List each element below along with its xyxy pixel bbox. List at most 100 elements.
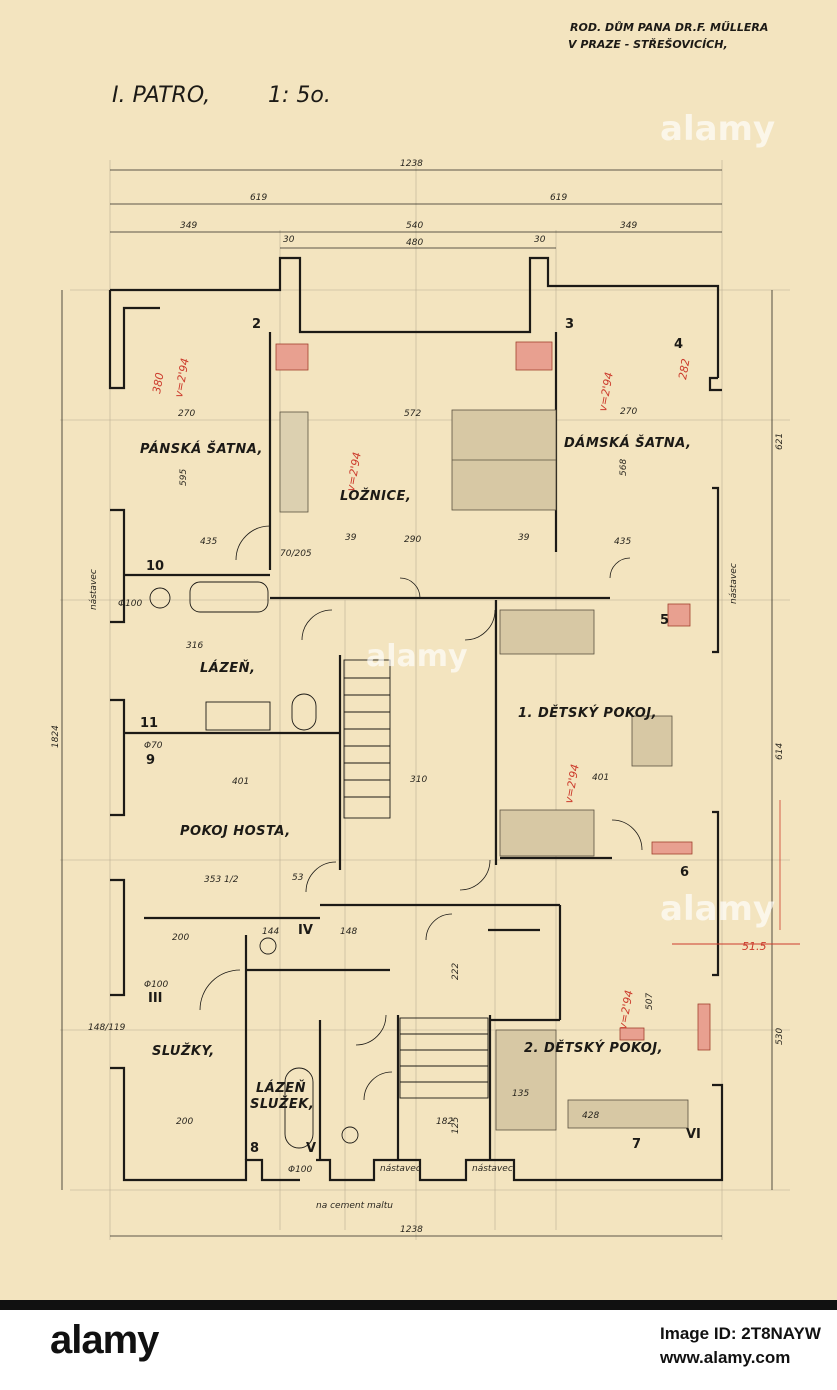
room-label-pokoj-hosta: POKOJ HOSTA, bbox=[180, 824, 291, 839]
marker-7: 7 bbox=[632, 1137, 641, 1152]
dim-39a: 39 bbox=[345, 533, 357, 543]
red-note-380: 380 bbox=[150, 372, 166, 395]
dim-144: 144 bbox=[262, 927, 279, 937]
construction-lines bbox=[60, 160, 790, 1240]
dim-270-right: 270 bbox=[620, 407, 637, 417]
dim-270-left: 270 bbox=[178, 409, 195, 419]
dim-total-top: 1238 bbox=[400, 159, 423, 169]
dim-353: 353 1/2 bbox=[204, 875, 239, 885]
stock-footer: alamy Image ID: 2T8NAYW www.alamy.com bbox=[0, 1300, 837, 1390]
scale-label: 1: 5o. bbox=[268, 83, 331, 108]
ceiling-height-loznice: v=2'94 bbox=[344, 451, 364, 492]
dimension-lines bbox=[61, 169, 773, 1237]
note-phi100-c: Φ100 bbox=[288, 1165, 313, 1175]
dim-568: 568 bbox=[619, 459, 629, 476]
dim-435-left: 435 bbox=[200, 537, 217, 547]
child-bed-1 bbox=[499, 609, 595, 655]
ceiling-height-detsky2: v=2'94 bbox=[616, 989, 636, 1030]
toilet-2 bbox=[259, 937, 277, 955]
toilet bbox=[149, 587, 171, 609]
dim-200b: 200 bbox=[176, 1117, 193, 1127]
marker-11: 11 bbox=[140, 716, 158, 731]
bathtub bbox=[189, 581, 269, 613]
marker-roman-6: VI bbox=[686, 1127, 701, 1142]
child-bed-3 bbox=[495, 1029, 557, 1131]
dim-135: 135 bbox=[512, 1089, 529, 1099]
dim-428: 428 bbox=[582, 1111, 599, 1121]
child-bed-2 bbox=[499, 809, 595, 857]
red-note-515: 51.5 bbox=[742, 940, 767, 953]
marker-10: 10 bbox=[146, 559, 164, 574]
note-nastavec-2: nástavec bbox=[729, 563, 739, 604]
footer-url[interactable]: www.alamy.com bbox=[660, 1348, 791, 1367]
dim-mid-inner: 480 bbox=[406, 238, 423, 248]
dim-53: 53 bbox=[292, 873, 304, 883]
dim-seg-left: 349 bbox=[180, 221, 197, 231]
servants-bathtub bbox=[284, 1067, 314, 1149]
footer-image-id: Image ID: 2T8NAYW bbox=[660, 1324, 821, 1343]
floor-plan-drawing: ROD. DŮM PANA DR.F. MŰLLERA V PRAZE - ST… bbox=[51, 20, 800, 1240]
dim-435-right: 435 bbox=[614, 537, 631, 547]
dim-182: 182 bbox=[436, 1117, 453, 1127]
note-phi70: Φ70 bbox=[144, 741, 163, 751]
marker-4: 4 bbox=[674, 337, 683, 352]
note-phi100-b: Φ100 bbox=[144, 980, 169, 990]
dim-half-right: 619 bbox=[550, 193, 567, 203]
drawing-sheet: ROD. DŮM PANA DR.F. MŰLLERA V PRAZE - ST… bbox=[0, 0, 837, 1300]
ceiling-height-detsky1: v=2'94 bbox=[562, 763, 582, 804]
note-cement: na cement maltu bbox=[316, 1201, 393, 1211]
marker-6: 6 bbox=[680, 865, 689, 880]
room-label-detsky2: 2. DĚTSKÝ POKOJ, bbox=[524, 1040, 663, 1056]
walls bbox=[108, 256, 724, 1182]
room-label-damsky: DÁMSKÁ ŠATNA, bbox=[564, 435, 691, 451]
marker-8: 8 bbox=[250, 1141, 259, 1156]
ceiling-height-damsky: v=2'94 bbox=[596, 371, 616, 412]
marker-roman-3: III bbox=[148, 991, 163, 1006]
dim-half-left: 619 bbox=[250, 193, 267, 203]
room-label-lazen: LÁZEŇ, bbox=[200, 660, 255, 676]
dim-572: 572 bbox=[404, 409, 421, 419]
dim-148-119: 148/119 bbox=[88, 1023, 126, 1033]
dim-595: 595 bbox=[179, 469, 189, 486]
room-label-lazen-sluzek-2: SLUŽEK, bbox=[250, 1096, 314, 1112]
floor-title: I. PATRO, bbox=[112, 83, 210, 108]
stock-watermark: alamy alamy alamy bbox=[366, 109, 775, 929]
desk bbox=[567, 1099, 689, 1129]
marker-9: 9 bbox=[146, 753, 155, 768]
dim-seg-mid: 540 bbox=[406, 221, 423, 231]
ceiling-height-pansky: v=2'94 bbox=[172, 357, 192, 398]
dim-310: 310 bbox=[410, 775, 427, 785]
marker-roman-5: V bbox=[306, 1141, 316, 1156]
dim-39b: 39 bbox=[518, 533, 530, 543]
washbasins bbox=[205, 701, 271, 731]
dim-right-mid: 614 bbox=[775, 743, 785, 760]
room-label-pansky: PÁNSKÁ ŠATNA, bbox=[140, 441, 263, 457]
wardrobe bbox=[279, 411, 309, 513]
marker-3: 3 bbox=[565, 317, 574, 332]
svg-text:alamy: alamy bbox=[660, 109, 775, 149]
note-phi100-a: Φ100 bbox=[118, 599, 143, 609]
note-nastavec-1: nástavec bbox=[89, 569, 99, 610]
table bbox=[631, 715, 673, 767]
marker-5: 5 bbox=[660, 613, 669, 628]
svg-text:alamy: alamy bbox=[366, 639, 468, 674]
furniture bbox=[149, 409, 689, 1149]
dim-401-left: 401 bbox=[232, 777, 249, 787]
dim-right-top: 621 bbox=[775, 433, 785, 450]
dim-222: 222 bbox=[451, 963, 461, 980]
marker-2: 2 bbox=[252, 317, 261, 332]
marker-roman-4: IV bbox=[298, 923, 313, 938]
footer-logo: alamy bbox=[50, 1318, 159, 1362]
dim-316: 316 bbox=[186, 641, 203, 651]
staircase bbox=[343, 659, 489, 1099]
dim-507: 507 bbox=[645, 993, 655, 1010]
dim-70-205: 70/205 bbox=[280, 549, 312, 559]
dim-seg-right: 349 bbox=[620, 221, 637, 231]
dim-290: 290 bbox=[404, 535, 421, 545]
toilet-3 bbox=[341, 1126, 359, 1144]
dim-left-height: 1824 bbox=[51, 725, 61, 748]
dim-w30b: 30 bbox=[534, 235, 546, 245]
room-label-sluzky: SLUŽKY, bbox=[152, 1043, 215, 1059]
dim-148: 148 bbox=[340, 927, 357, 937]
dim-w30a: 30 bbox=[283, 235, 295, 245]
